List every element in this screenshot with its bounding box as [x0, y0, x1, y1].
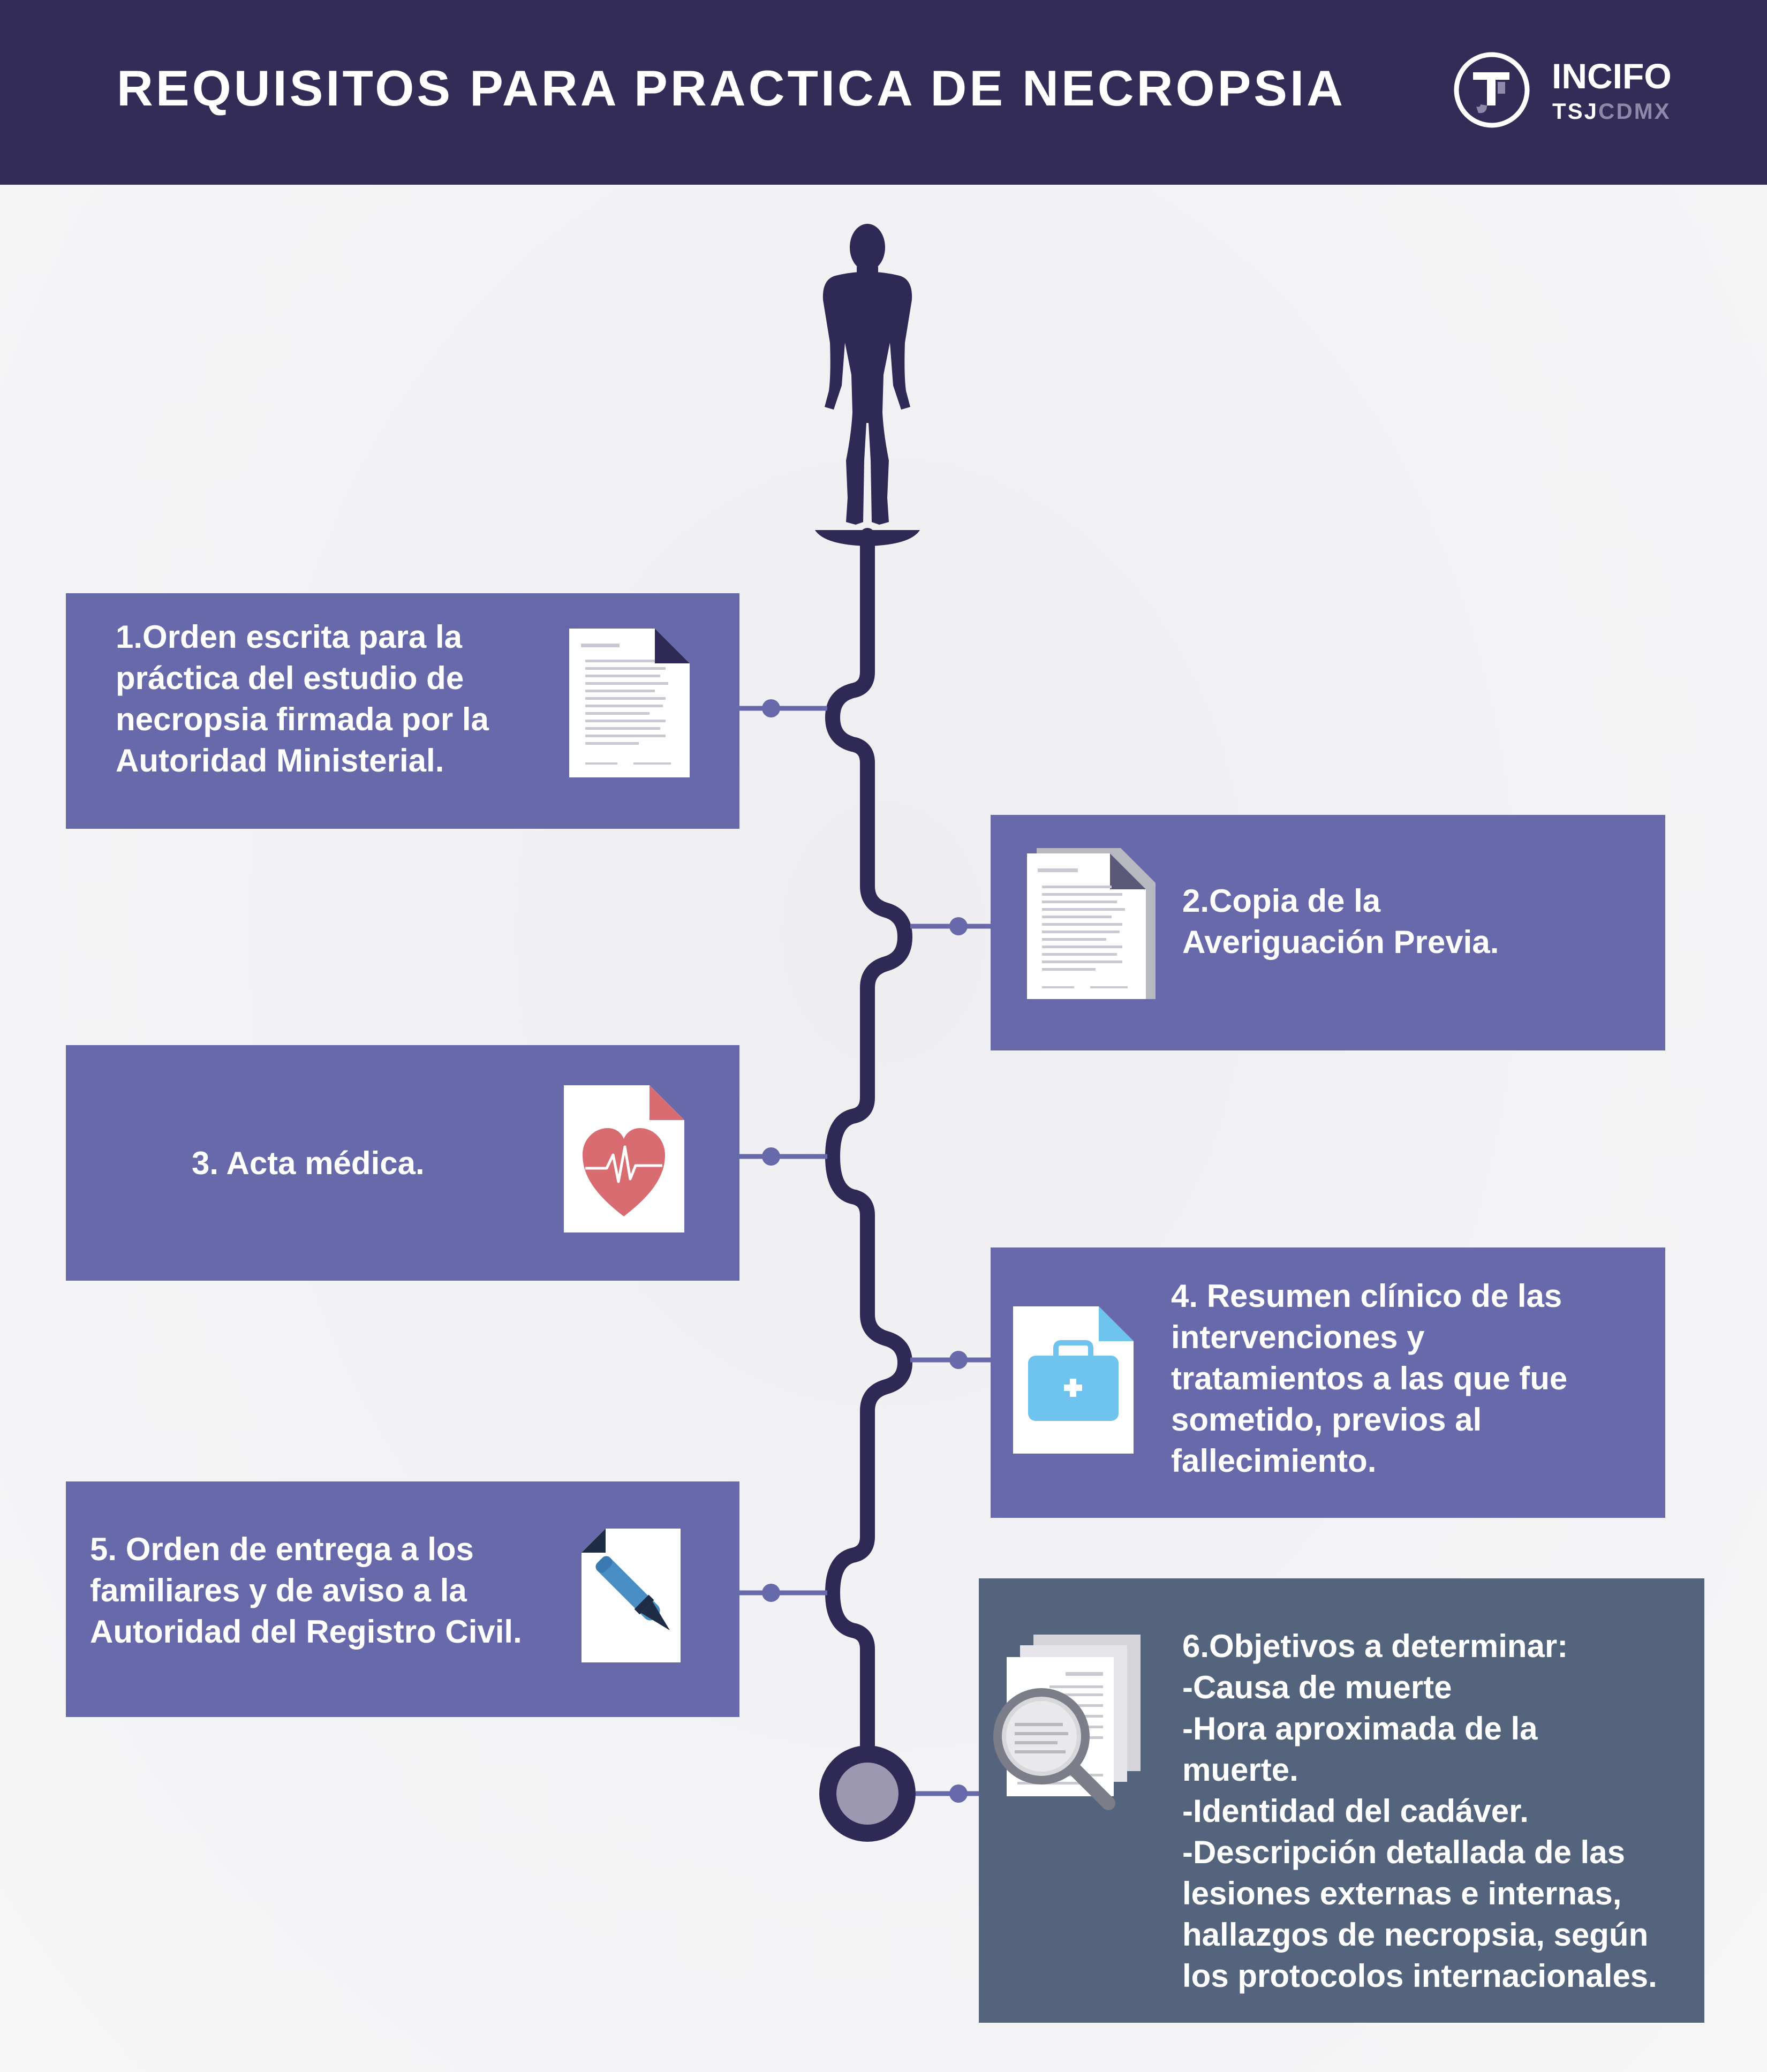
text-line: -Identidad del cadáver. [1182, 1793, 1529, 1829]
medical-kit-icon [1013, 1306, 1134, 1454]
text-line: 2.Copia de la [1182, 883, 1381, 919]
pen-document-icon [582, 1529, 681, 1662]
objectives-text: 6.Objetivos a determinar: -Causa de muer… [1182, 1625, 1657, 1997]
requirement-box-2: 2.Copia de la Averiguación Previa. [991, 815, 1665, 1050]
requirement-4-text: 4. Resumen clínico de las intervenciones… [1171, 1275, 1567, 1481]
requirement-1-text: 1.Orden escrita para la práctica del est… [116, 616, 489, 781]
text-line: -Causa de muerte [1182, 1669, 1452, 1705]
text-line: lesiones externas e internas, [1182, 1876, 1622, 1911]
text-line: Autoridad Ministerial. [116, 743, 444, 778]
timeline-end-inner [836, 1763, 898, 1825]
text-line: 6.Objetivos a determinar: [1182, 1628, 1568, 1664]
requirement-box-5: 5. Orden de entrega a los familiares y d… [66, 1481, 739, 1717]
text-line: Autoridad del Registro Civil. [90, 1614, 522, 1650]
text-line: tratamientos a las que fue [1171, 1360, 1568, 1396]
logo-sub-cdmx: CDMX [1598, 99, 1671, 124]
text-line: hallazgos de necropsia, según [1182, 1917, 1649, 1953]
text-line: Averiguación Previa. [1182, 924, 1499, 960]
text-line: los protocolos internacionales. [1182, 1958, 1657, 1994]
text-line: 4. Resumen clínico de las [1171, 1278, 1562, 1314]
document-icon [569, 629, 690, 777]
logo-sub-tsj: TSJ [1552, 99, 1599, 124]
text-line: sometido, previos al [1171, 1402, 1482, 1438]
magnifier-documents-icon [993, 1635, 1141, 1810]
text-line: práctica del estudio de [116, 660, 464, 696]
logo-name: INCIFO [1552, 56, 1672, 96]
requirement-box-3: 3. Acta médica. [66, 1045, 739, 1281]
timeline-path [825, 528, 913, 1753]
text-line: familiares y de aviso a la [90, 1572, 467, 1608]
heart-document-icon [564, 1085, 684, 1232]
objectives-box: 6.Objetivos a determinar: -Causa de muer… [979, 1578, 1704, 2023]
header-bar: REQUISITOS PARA PRACTICA DE NECROPSIA IN… [0, 0, 1767, 185]
text-line: 5. Orden de entrega a los [90, 1531, 474, 1567]
requirement-box-4: 4. Resumen clínico de las intervenciones… [991, 1247, 1665, 1518]
text-line: -Hora aproximada de la [1182, 1711, 1538, 1746]
logo-subtitle: TSJCDMX [1552, 99, 1671, 124]
requirement-2-text: 2.Copia de la Averiguación Previa. [1182, 880, 1499, 963]
incifo-logo-icon [1454, 52, 1530, 128]
text-line: intervenciones y [1171, 1319, 1425, 1355]
text-line: necropsia firmada por la [116, 701, 489, 737]
text-line: 1.Orden escrita para la [116, 619, 462, 655]
requirement-5-text: 5. Orden de entrega a los familiares y d… [90, 1529, 522, 1652]
requirement-box-1: 1.Orden escrita para la práctica del est… [66, 593, 739, 829]
text-line: muerte. [1182, 1752, 1298, 1788]
document-copy-icon [1027, 848, 1156, 999]
incifo-logo: INCIFO TSJCDMX [1453, 51, 1720, 137]
text-line: 3. Acta médica. [192, 1145, 425, 1181]
human-figure-icon [822, 224, 912, 525]
connector-dots [762, 699, 968, 1803]
text-line: -Descripción detallada de las [1182, 1834, 1625, 1870]
requirement-3-text: 3. Acta médica. [192, 1143, 425, 1184]
text-line: fallecimiento. [1171, 1443, 1377, 1479]
page-title: REQUISITOS PARA PRACTICA DE NECROPSIA [117, 60, 1346, 116]
